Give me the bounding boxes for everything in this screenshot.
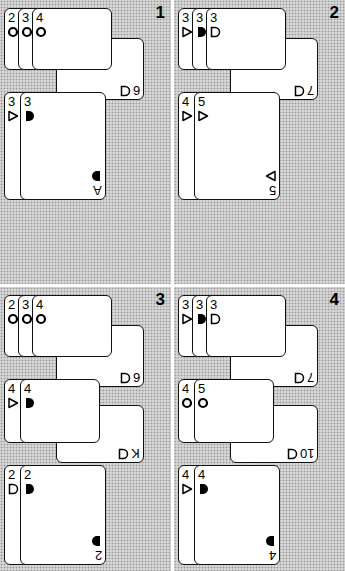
- suit-symbol: [209, 26, 221, 38]
- suit-symbol: [197, 110, 209, 122]
- suit-symbol: [23, 110, 35, 122]
- suit-symbol: [23, 483, 35, 495]
- playing-card: 5: [194, 379, 274, 443]
- card-rank: 4: [198, 468, 205, 481]
- suit-symbol: [91, 535, 103, 547]
- card-rank: 3: [22, 11, 29, 24]
- hand-panel: 33374552: [174, 0, 345, 284]
- suit-symbol: [181, 397, 193, 409]
- playing-card: 4: [32, 8, 112, 70]
- playing-card: 55: [194, 92, 280, 200]
- hand-panel: 234644K2223: [0, 287, 171, 571]
- card-rank: K: [131, 447, 140, 460]
- playing-card: 44: [194, 465, 280, 565]
- playing-card: 3: [206, 8, 286, 70]
- card-rank: 2: [8, 11, 15, 24]
- card-rank: 4: [24, 382, 31, 395]
- suit-symbol: [286, 448, 298, 460]
- suit-symbol: [7, 483, 19, 495]
- suit-symbol: [293, 85, 305, 97]
- card-rank: 3: [8, 95, 15, 108]
- suit-symbol: [197, 397, 209, 409]
- card-rank: 3: [196, 298, 203, 311]
- suit-symbol: [181, 483, 193, 495]
- card-rank: 5: [269, 184, 276, 197]
- card-rank: 4: [182, 95, 189, 108]
- suit-symbol: [119, 372, 131, 384]
- card-rank: 4: [36, 298, 43, 311]
- suit-symbol: [7, 397, 19, 409]
- card-rank: 2: [8, 468, 15, 481]
- suit-symbol: [293, 372, 305, 384]
- card-rank: 4: [182, 468, 189, 481]
- card-rank: 2: [8, 298, 15, 311]
- card-rank: 7: [307, 84, 314, 97]
- card-rank: 6: [133, 371, 140, 384]
- card-rank: 5: [198, 382, 205, 395]
- panel-number: 4: [330, 291, 339, 308]
- card-rank: 3: [182, 298, 189, 311]
- panel-number: 3: [156, 291, 165, 308]
- suit-symbol: [265, 535, 277, 547]
- panel-number: 1: [156, 4, 165, 21]
- suit-symbol: [23, 397, 35, 409]
- card-rank: 7: [307, 371, 314, 384]
- card-rank: 2: [95, 549, 102, 562]
- card-rank: 5: [198, 95, 205, 108]
- hand-panel: 333745104444: [174, 287, 345, 571]
- suit-symbol: [181, 110, 193, 122]
- card-rank: 4: [36, 11, 43, 24]
- suit-symbol: [197, 483, 209, 495]
- suit-symbol: [7, 110, 19, 122]
- suit-symbol: [117, 448, 129, 460]
- playing-card: 4: [20, 379, 100, 443]
- suit-symbol: [209, 313, 221, 325]
- card-rank: 3: [22, 298, 29, 311]
- suit-symbol: [265, 170, 277, 182]
- suit-symbol: [119, 85, 131, 97]
- card-rank: 6: [133, 84, 140, 97]
- suit-symbol: [91, 170, 103, 182]
- suit-symbol: [35, 26, 47, 38]
- playing-card: 22: [20, 465, 106, 565]
- card-rank: 2: [24, 468, 31, 481]
- hand-panel: 234633A1: [0, 0, 171, 284]
- card-rank: 3: [196, 11, 203, 24]
- card-rank: 3: [24, 95, 31, 108]
- playing-card: 3A: [20, 92, 106, 200]
- panel-number: 2: [330, 4, 339, 21]
- card-rank: 10: [300, 447, 314, 460]
- card-rank: 3: [210, 298, 217, 311]
- playing-card: 4: [32, 295, 112, 357]
- card-rank: 4: [182, 382, 189, 395]
- card-rank: 4: [8, 382, 15, 395]
- suit-symbol: [35, 313, 47, 325]
- card-rank: 3: [210, 11, 217, 24]
- card-rank: 4: [269, 549, 276, 562]
- card-rank: 3: [182, 11, 189, 24]
- playing-card: 3: [206, 295, 286, 357]
- card-rank: A: [93, 184, 102, 197]
